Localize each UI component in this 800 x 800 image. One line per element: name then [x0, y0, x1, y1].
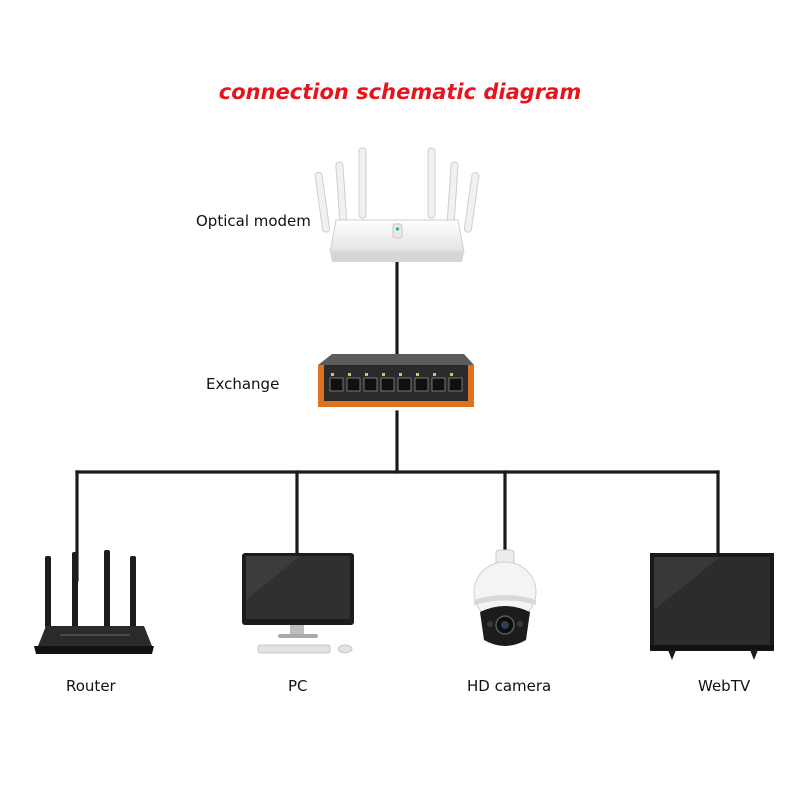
- exchange-label: Exchange: [206, 375, 280, 393]
- optical-modem-icon: [314, 147, 480, 262]
- hd-camera-label: HD camera: [467, 677, 552, 695]
- exchange-switch-icon: [318, 354, 474, 407]
- connection-lines: [75, 256, 720, 582]
- pc-label: PC: [288, 677, 308, 695]
- diagram-title: connection schematic diagram: [218, 80, 582, 104]
- optical-modem-label: Optical modem: [196, 212, 311, 230]
- router-label: Router: [66, 677, 116, 695]
- tv-device-icon: [650, 553, 774, 660]
- router-device-icon: [34, 550, 154, 654]
- webtv-label: WebTV: [698, 677, 751, 695]
- pc-device-icon: [242, 553, 354, 654]
- camera-device-icon: [473, 549, 537, 646]
